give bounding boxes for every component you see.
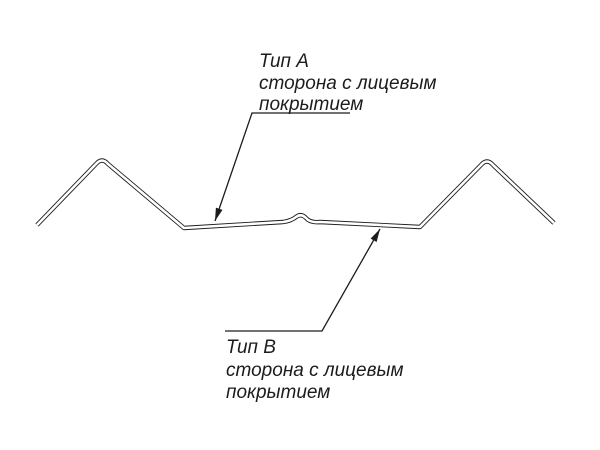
type-a-subtitle-line2: покрытием [259, 94, 363, 115]
type-a-title: Тип А [259, 51, 309, 72]
label-type-b: Тип В сторона с лицевым покрытием [226, 337, 404, 403]
profile-sheet-thickness-gap [36, 159, 555, 230]
type-a-subtitle-line1: сторона с лицевым [259, 73, 437, 94]
leader-line-type-a [214, 112, 350, 222]
profile-cross-section [35, 158, 556, 231]
type-b-title: Тип В [226, 337, 276, 358]
label-type-a: Тип А сторона с лицевым покрытием [259, 51, 437, 115]
type-b-subtitle-line2: покрытием [226, 382, 330, 403]
leader-line-type-b [225, 228, 381, 332]
leader-type-a [214, 112, 350, 222]
leader-type-b [225, 228, 381, 332]
type-b-subtitle-line1: сторона с лицевым [226, 360, 404, 381]
